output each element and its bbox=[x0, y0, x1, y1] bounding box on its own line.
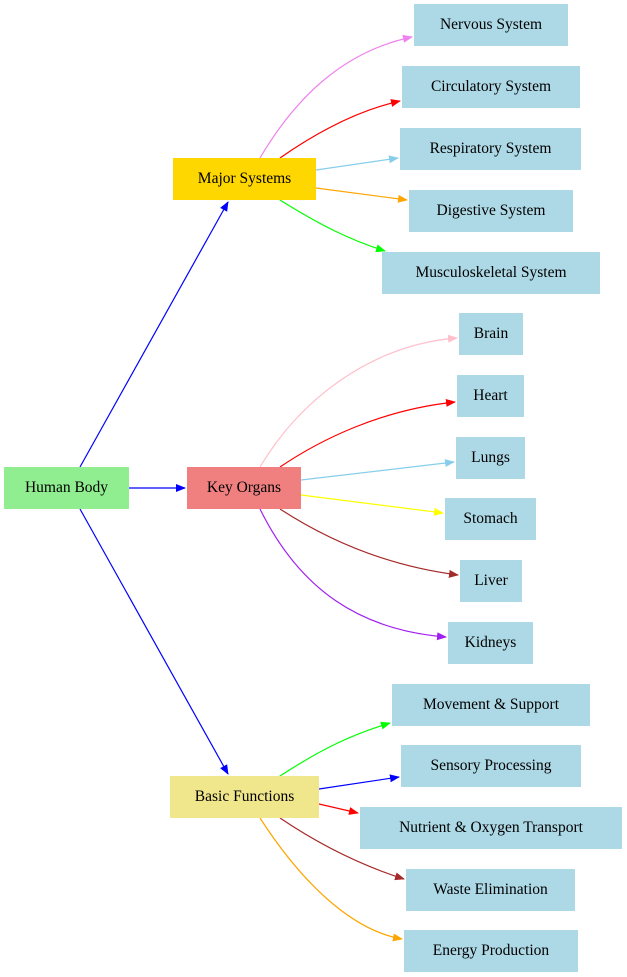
node-kidneys: Kidneys bbox=[448, 622, 533, 664]
node-liver: Liver bbox=[460, 560, 522, 602]
node-respiratory-system: Respiratory System bbox=[400, 128, 581, 170]
node-sensory-processing: Sensory Processing bbox=[401, 745, 581, 787]
edge-functions-nutrient bbox=[318, 803, 359, 815]
edge-organs-brain bbox=[259, 334, 458, 468]
edge-major-circulatory bbox=[279, 99, 401, 159]
node-circulatory-system: Circulatory System bbox=[402, 66, 580, 108]
edge-major-musculoskeletal bbox=[279, 199, 386, 253]
edge-functions-sensory bbox=[318, 774, 400, 790]
node-human-body: Human Body bbox=[4, 467, 129, 509]
edge-organs-stomach bbox=[300, 494, 444, 516]
node-musculoskeletal-system: Musculoskeletal System bbox=[382, 252, 600, 294]
node-heart: Heart bbox=[457, 375, 524, 417]
node-nutrient-oxygen-transport: Nutrient & Oxygen Transport bbox=[360, 807, 622, 849]
node-movement-support: Movement & Support bbox=[392, 684, 590, 726]
node-lungs: Lungs bbox=[456, 437, 525, 479]
edge-organs-liver bbox=[279, 508, 459, 578]
edge-major-nervous bbox=[259, 34, 413, 159]
node-stomach: Stomach bbox=[445, 498, 536, 540]
node-energy-production: Energy Production bbox=[404, 930, 578, 972]
edge-organs-lungs bbox=[300, 459, 455, 481]
edge-functions-energy bbox=[259, 817, 403, 942]
edge-major-respiratory bbox=[315, 155, 399, 171]
node-key-organs: Key Organs bbox=[187, 467, 301, 509]
edge-organs-kidneys bbox=[259, 508, 447, 641]
node-major-systems: Major Systems bbox=[173, 158, 316, 200]
edge-organs-heart bbox=[279, 398, 456, 468]
edge-root-basic-functions bbox=[79, 508, 229, 775]
node-brain: Brain bbox=[459, 313, 523, 355]
edge-functions-movement bbox=[279, 721, 391, 777]
node-basic-functions: Basic Functions bbox=[170, 776, 319, 818]
edge-root-major-systems bbox=[79, 201, 229, 468]
node-digestive-system: Digestive System bbox=[409, 190, 573, 232]
edge-major-digestive bbox=[315, 187, 408, 203]
node-nervous-system: Nervous System bbox=[414, 4, 568, 46]
node-waste-elimination: Waste Elimination bbox=[406, 869, 575, 911]
edge-functions-waste bbox=[279, 817, 405, 881]
